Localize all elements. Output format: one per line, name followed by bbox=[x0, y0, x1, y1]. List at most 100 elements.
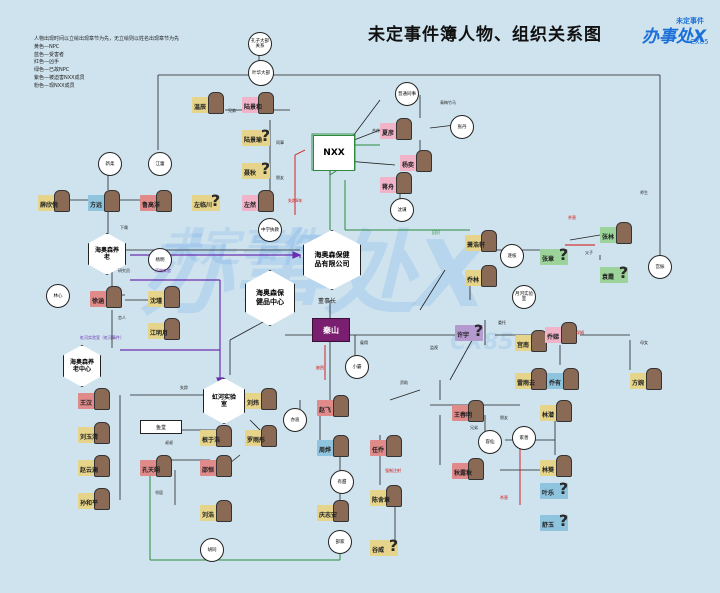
person-xiaohao[interactable]: 萧浩轩 bbox=[465, 230, 497, 252]
person-jiangmingyue[interactable]: 江明月 bbox=[148, 318, 180, 340]
bubble-label: 胡同 bbox=[207, 547, 217, 553]
person-lugaoyang[interactable]: 鲁高洋 bbox=[140, 190, 172, 212]
avatar bbox=[216, 425, 232, 447]
legend-line: 紫色—被迫害NXX成员 bbox=[34, 74, 85, 81]
person-zhaoyunlan[interactable]: 赵云澜 bbox=[78, 455, 110, 477]
person-xiayan[interactable]: 夏彦 bbox=[380, 118, 412, 140]
person-xuexinyue[interactable]: 薛欣悦 bbox=[38, 190, 70, 212]
person-chenshuzhang[interactable]: 陈舍章 bbox=[370, 485, 402, 507]
person-zhangqiang[interactable]: ?张章 bbox=[540, 244, 568, 266]
person-name: 蒋舟 bbox=[382, 184, 395, 191]
person-liuxu[interactable]: 刘浩 bbox=[200, 500, 232, 522]
person-lujingyu[interactable]: ?陆景瑜 bbox=[242, 125, 270, 147]
person-zhanglin[interactable]: 张林 bbox=[600, 222, 632, 244]
person-leiyun[interactable]: 雷雨云 bbox=[515, 368, 547, 390]
bubble-yuelan: 月河实验室 bbox=[512, 285, 536, 309]
person-xuhan[interactable]: 徐涵 bbox=[90, 286, 122, 308]
org-haiaosen-center[interactable]: 海奥森保健品中心 bbox=[245, 270, 295, 326]
avatar bbox=[396, 172, 412, 194]
avatar bbox=[164, 318, 180, 340]
person-name: 陆景瑜 bbox=[244, 137, 263, 144]
person-name: 刘玉清 bbox=[80, 434, 99, 441]
org-nxx[interactable]: NXX bbox=[313, 135, 355, 171]
relation-label: 研究员 bbox=[118, 268, 130, 273]
bubble-yangming: 杨明 bbox=[148, 248, 172, 272]
person-zuolinchuan[interactable]: ?左临川 bbox=[192, 190, 220, 212]
person-zhouye[interactable]: 周烨 bbox=[317, 435, 349, 457]
bubble-label: 月河实验室 bbox=[515, 292, 533, 302]
person-sunhao[interactable]: 孙和平 bbox=[78, 488, 110, 510]
person-liuwei[interactable]: 刘炜 bbox=[245, 388, 277, 410]
avatar bbox=[416, 150, 432, 172]
person-kongtianyi[interactable]: 孔天翊 bbox=[140, 455, 172, 477]
logo-small-text: 未定事件 bbox=[676, 17, 704, 25]
person-yanqiu[interactable]: ?聂秋 bbox=[242, 158, 270, 180]
unknown-portrait-icon: ? bbox=[558, 245, 569, 264]
person-wangchunming[interactable]: 王春明 bbox=[452, 400, 484, 422]
avatar bbox=[258, 190, 274, 212]
person-lujinghe[interactable]: 陆景和 bbox=[242, 92, 274, 114]
rect-label: 鱼堂 bbox=[155, 424, 166, 431]
relation-label: 叔叔 bbox=[165, 440, 173, 445]
person-gengqi[interactable]: 根于浩 bbox=[200, 425, 232, 447]
person-zuoran[interactable]: 左然 bbox=[242, 190, 274, 212]
person-gupei[interactable]: ?谷威 bbox=[370, 535, 398, 557]
avatar bbox=[94, 455, 110, 477]
person-name: 陈舍章 bbox=[372, 497, 391, 504]
person-fangyu[interactable]: 方婉 bbox=[630, 368, 662, 390]
person-linshen[interactable]: 林葵 bbox=[540, 455, 572, 477]
logo-sub-text: CX85 bbox=[690, 38, 709, 46]
person-liuyuqing[interactable]: 刘玉清 bbox=[78, 422, 110, 444]
unknown-portrait-icon: ? bbox=[618, 263, 629, 282]
person-qingzhi[interactable]: 庆志安 bbox=[317, 500, 349, 522]
person-name: 叶乐 bbox=[542, 490, 555, 497]
person-name: 陆景和 bbox=[244, 104, 263, 111]
org-haiaosen-center-label: 海奥森保健品中心 bbox=[256, 289, 284, 306]
person-qiaodaming[interactable]: 乔有 bbox=[547, 368, 579, 390]
person-name: 乔林 bbox=[467, 277, 480, 284]
relation-label: 兄弟 bbox=[228, 108, 236, 113]
person-name: 杨奕 bbox=[402, 162, 415, 169]
person-shenjin[interactable]: 沈瑾 bbox=[148, 286, 180, 308]
person-linqian[interactable]: 林潜 bbox=[540, 400, 572, 422]
person-name: 江明月 bbox=[150, 330, 169, 337]
person-shuyu[interactable]: ?舒玉 bbox=[540, 510, 568, 532]
relation-label: 失踪 bbox=[180, 385, 188, 390]
person-qiulianqiu[interactable]: 秋露秋 bbox=[452, 458, 484, 480]
person-yanle[interactable]: ?叶乐 bbox=[540, 478, 568, 500]
org-qinshan[interactable]: 秦山 bbox=[312, 318, 350, 342]
org-haiaosen-care[interactable]: 海奥森养老 bbox=[88, 233, 126, 275]
unknown-portrait-icon: ? bbox=[260, 126, 271, 145]
person-name: 沈瑾 bbox=[150, 298, 163, 305]
bubble-zhuhe: 逐核 bbox=[500, 244, 524, 268]
relation-label: 委托 bbox=[498, 320, 506, 325]
org-haiaosen-flat[interactable]: 海奥森养老中心 bbox=[63, 345, 101, 387]
relation-label: 青梅竹马 bbox=[440, 100, 456, 105]
avatar bbox=[94, 388, 110, 410]
person-luoyu[interactable]: 罗雨彤 bbox=[245, 425, 277, 447]
person-qiaolin[interactable]: 乔林 bbox=[465, 265, 497, 287]
relation-label: 朋友 bbox=[500, 415, 508, 420]
bubble-label: 宫振 bbox=[655, 264, 665, 270]
person-songcen[interactable]: 邵恒 bbox=[200, 455, 232, 477]
person-jiansheng[interactable]: 蒋舟 bbox=[380, 172, 412, 194]
person-zhaofei[interactable]: 赵飞 bbox=[317, 395, 349, 417]
person-qiaodi[interactable]: 乔娣 bbox=[545, 322, 577, 344]
person-yuanxian[interactable]: ?袁霞 bbox=[600, 262, 628, 284]
person-fangyuan[interactable]: 方远 bbox=[88, 190, 120, 212]
person-renqiao[interactable]: 任乔 bbox=[370, 435, 402, 457]
avatar bbox=[333, 435, 349, 457]
avatar bbox=[94, 422, 110, 444]
bubble-label: 张丹 bbox=[457, 124, 467, 130]
avatar bbox=[556, 455, 572, 477]
person-xuyu[interactable]: ?许宇 bbox=[455, 320, 483, 342]
avatar bbox=[261, 388, 277, 410]
person-bar bbox=[192, 195, 220, 211]
person-wanghan[interactable]: 王汉 bbox=[78, 388, 110, 410]
person-name: 林潜 bbox=[542, 412, 555, 419]
person-gongnan[interactable]: 宫南 bbox=[515, 330, 547, 352]
bubble-xiaoba: 小霸 bbox=[345, 355, 369, 379]
person-yangkui[interactable]: 杨奕 bbox=[400, 150, 432, 172]
person-wenchen[interactable]: 温辰 bbox=[192, 92, 224, 114]
bubble-xinrou: 新柔 bbox=[98, 152, 122, 176]
